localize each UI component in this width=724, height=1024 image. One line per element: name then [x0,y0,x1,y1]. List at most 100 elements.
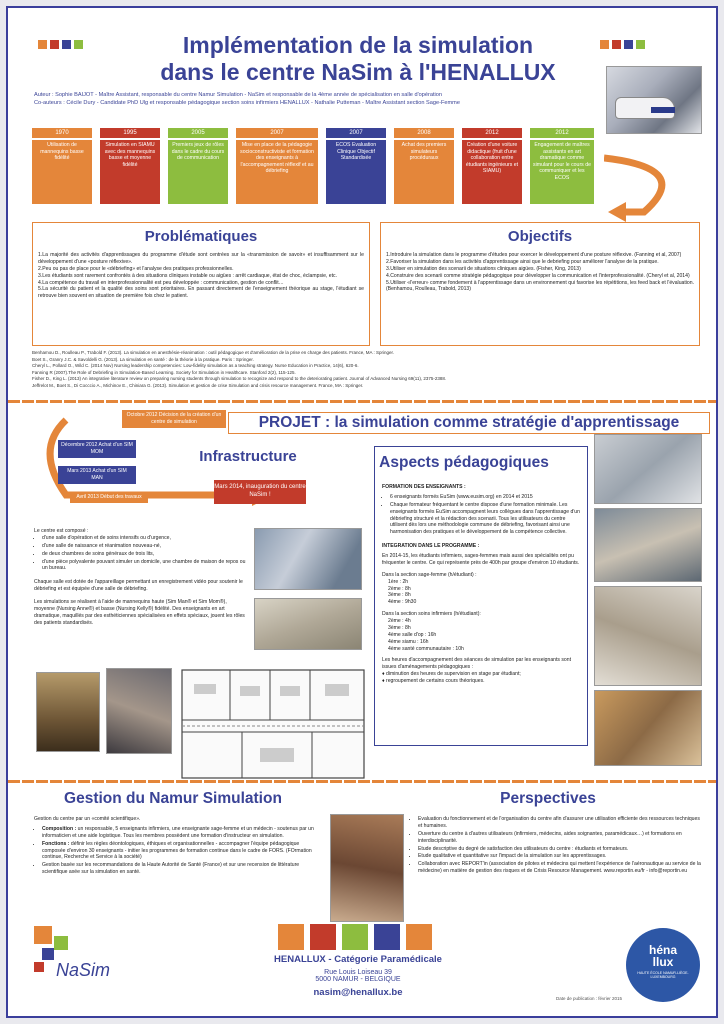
problematiques-item: 4.La compétence du travail en interprofe… [38,279,284,286]
perspectives-item: Etude descriptive du degré de satisfacti… [418,846,704,853]
infrastructure-intro: Le centre est composé : [34,528,89,534]
photo-training-1 [594,434,702,504]
projet-step: Décembre 2012 Achat d'un SIM MOM [58,440,136,458]
accompagnement-item: ♦ diminution des heures de supervision e… [382,671,521,678]
photo-training-3 [594,586,702,686]
objectifs-item: 4.Construire des scenarii comme stratégi… [386,272,690,279]
gestion-list: Composition : un responsable, 5 enseigna… [34,826,324,876]
timeline-event: Mise en place de la pédagogie socioconst… [236,140,318,204]
section-divider [8,400,716,403]
infrastructure-para: Chaque salle est dotée de l'appareillage… [34,579,243,593]
reference: Jeffrelot M., Boet S., Di Cocccio A., Mi… [32,382,364,388]
integration-heading: INTEGRATION DANS LE PROGRAMME : [382,543,480,550]
projet-banner [228,412,710,434]
deco-square [62,40,71,49]
header-photo [606,66,702,134]
photo-dummy [254,598,362,650]
gestion-item-text: un responsable, 5 enseignants infirmiers… [42,825,314,839]
integration-text: En 2014-15, les étudiants infirmiers, sa… [382,553,580,566]
infirmier-heading: Dans la section soins infirmiers (h/étud… [382,611,481,618]
timeline-event: Simulation en SIAMU avec des mannequins … [100,140,160,204]
formation-heading: FORMATION DES ENSEIGNANTS : [382,484,466,490]
perspectives-title: Perspectives [500,790,596,807]
perspectives-item: Collaboration avec REPORT'in (associatio… [418,861,704,875]
problematiques-list: 1.La majorité des activités d'apprentiss… [38,252,364,300]
floor-plan [181,669,365,779]
problematiques-frame [32,222,370,346]
footer-address: HENALLUX - Catégorie Paramédicale Rue Lo… [248,954,468,998]
objectifs-list: 1.Introduire la simulation dans le progr… [386,252,694,293]
timeline-event: Engagement de maîtres assistants en art … [530,140,594,204]
gestion-title: Gestion du Namur Simulation [64,790,282,807]
accompagnement-item: ♦ regroupement de certains cours théoriq… [382,678,485,684]
problematiques-title: Problématiques [144,228,258,245]
henallux-logo: héna llux HAUTE ÉCOLE NAMUR-LIÈGE-LUXEMB… [626,928,700,1002]
henallux-logo-subtitle: HAUTE ÉCOLE NAMUR-LIÈGE-LUXEMBOURG [637,971,689,979]
photo-control-room [36,672,100,752]
footer-street: Rue Louis Loiseau 39 [324,969,392,976]
reference: Benhamou D., Roulleau P., Trabold F. (20… [32,350,394,355]
title-line-1: Implémentation de la simulation [182,32,534,58]
aspects-frame [374,446,588,746]
deco-square [636,40,645,49]
hours-item: 4ème santé communautaire : 10h [388,645,464,652]
perspectives-item: Ouverture du centre à d'autres utilisate… [418,831,704,845]
hours-item: 2ème : 8h [388,585,411,592]
problematiques-item: 2.Peu ou pas de place pour le «débriefin… [38,265,234,272]
projet-step: Mars 2013 Achat d'un SIM MAN [58,466,136,484]
photo-training-4 [594,690,702,766]
nasim-logo-text: NaSim [56,960,111,980]
timeline-event: Achat des premiers simulateurs procédura… [394,140,454,204]
gestion-text: Gestion du centre par un «comité scienti… [34,816,324,877]
timeline-arrow [604,154,666,222]
henallux-logo-line1: héna [648,943,677,957]
author-line: Auteur : Sophie BAIJOT - Maître Assistan… [34,92,442,98]
footer-squares [278,924,438,952]
projet-step: Avril 2013 Début des travaux [70,492,148,503]
hours-item: 2ème : 4h [388,618,411,624]
hours-item: 4ème : 9h30 [388,599,417,606]
objectifs-item: 5.Utiliser «l'erreur» comme fondement à … [386,279,694,293]
infrastructure-item: d'une salle d'opération et de soins inte… [42,535,246,542]
gestion-intro: Gestion du centre par un «comité scienti… [34,816,141,822]
gestion-item-text: Gestion basée sur les recommandations de… [42,862,300,876]
hours-item: 3ème : 8h [388,624,411,631]
reference: Cheryl L., Pollard O., Wild C. (2014 Nov… [32,363,359,369]
timeline-event: Création d'une voiture didactique (fruit… [462,140,522,204]
hours-item: 3ème : 8h [388,592,411,599]
sage-femme-heading: Dans la section sage-femme (h/étudiant) … [382,571,477,578]
objectifs-title: Objectifs [507,228,573,245]
photo-debriefing [106,668,172,754]
projet-title: PROJET : la simulation comme stratégie d… [258,414,680,431]
photo-training-2 [594,508,702,582]
infrastructure-para: Les simulations se réalisent à l'aide de… [34,599,245,626]
gestion-item: Composition : un responsable, 5 enseigna… [42,826,324,840]
infrastructure-item: d'une pièce polyvalente pouvant simuler … [42,559,246,573]
deco-square [600,40,609,49]
gestion-item: Gestion basée sur les recommandations de… [42,862,324,876]
timeline-year: 1970 [32,128,92,138]
title-line-2: dans le centre NaSim à l'HENALLUX [160,59,556,85]
footer-email: nasim@henallux.be [313,987,403,998]
nasim-logo: NaSim [34,926,124,996]
deco-square [50,40,59,49]
problematiques-item: 3.Les étudiants sont rarement confrontés… [38,272,338,279]
authors: Auteur : Sophie BAIJOT - Maître Assistan… [34,92,614,108]
objectifs-item: 2.Favoriser la simulation dans les activ… [386,258,659,265]
hours-item: 4ème siamu : 16h [388,638,429,645]
timeline-year: 2007 [236,128,318,138]
timeline-event: ECOS Evaluation Clinique Objectif Standa… [326,140,386,204]
aspects-title: Aspects pédagogiques [379,454,549,471]
formation-list: 6 enseignants formés EuSim (www.eusim.or… [382,494,582,536]
perspectives-item: Evaluation du fonctionnement et de l'org… [418,816,704,830]
gestion-item-key: Composition : [42,825,77,832]
coauthors-line: Co-auteurs : Cécile Dury - Candidate PhD… [34,99,460,106]
gestion-item: Fonctions : définir les règles déontolog… [42,841,324,862]
reference: Fanning R (2007).The Role of Debriefing … [32,369,296,375]
timeline-event: Utilisation de mannequins basse fidélité [32,140,92,204]
deco-square [38,40,47,49]
timeline-year: 2007 [326,128,386,138]
timeline-year: 2005 [168,128,228,138]
